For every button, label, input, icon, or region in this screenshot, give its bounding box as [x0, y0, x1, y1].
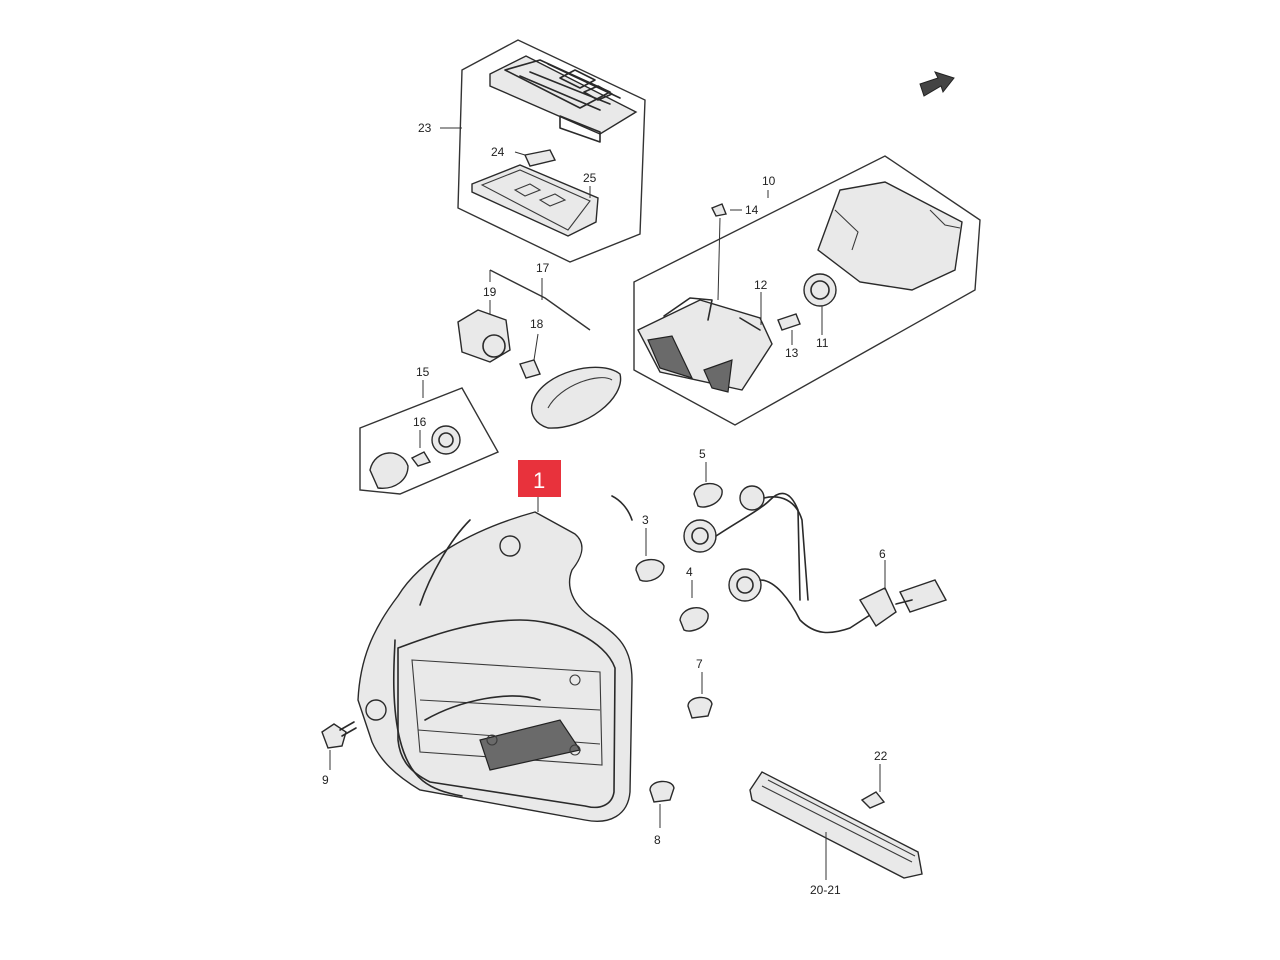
callout-9: 9: [322, 773, 329, 787]
callout-7: 7: [696, 657, 703, 671]
callout-14: 14: [745, 203, 759, 217]
wiring-harness: 3 5 4 6: [611, 447, 948, 634]
callout-25: 25: [583, 171, 597, 185]
bolt-9: 9: [321, 721, 357, 787]
socket-group-15: 15 16: [359, 365, 499, 495]
callout-22: 22: [874, 749, 888, 763]
tail-lamp-assembly: [357, 511, 633, 822]
callout-1: 1: [533, 468, 545, 493]
callout-4: 4: [686, 565, 693, 579]
callout-3: 3: [642, 513, 649, 527]
callout-19: 19: [483, 285, 497, 299]
callout-10: 10: [762, 174, 776, 188]
highlight-badge[interactable]: 1: [518, 460, 561, 497]
callout-6: 6: [879, 547, 886, 561]
callout-8: 8: [654, 833, 661, 847]
callout-23: 23: [418, 121, 432, 135]
callout-15: 15: [416, 365, 430, 379]
reflector-group: 22 20-21: [749, 749, 923, 897]
callout-18: 18: [530, 317, 544, 331]
callout-17: 17: [536, 261, 550, 275]
side-marker-group: 17 19 18: [457, 261, 622, 429]
callout-13: 13: [785, 346, 799, 360]
callout-20-21: 20-21: [810, 883, 841, 897]
forward-arrow-icon: [919, 71, 955, 97]
callout-11: 11: [816, 336, 829, 350]
callout-5: 5: [699, 447, 706, 461]
callout-12: 12: [754, 278, 768, 292]
grommet-7: 7: [687, 657, 713, 719]
callout-16: 16: [413, 415, 427, 429]
callout-24: 24: [491, 145, 505, 159]
position-lamp-group: 10 14 12 13 11: [633, 155, 981, 426]
grommet-8: 8: [649, 780, 675, 847]
license-lamp-group: 23 24 25: [418, 39, 646, 263]
